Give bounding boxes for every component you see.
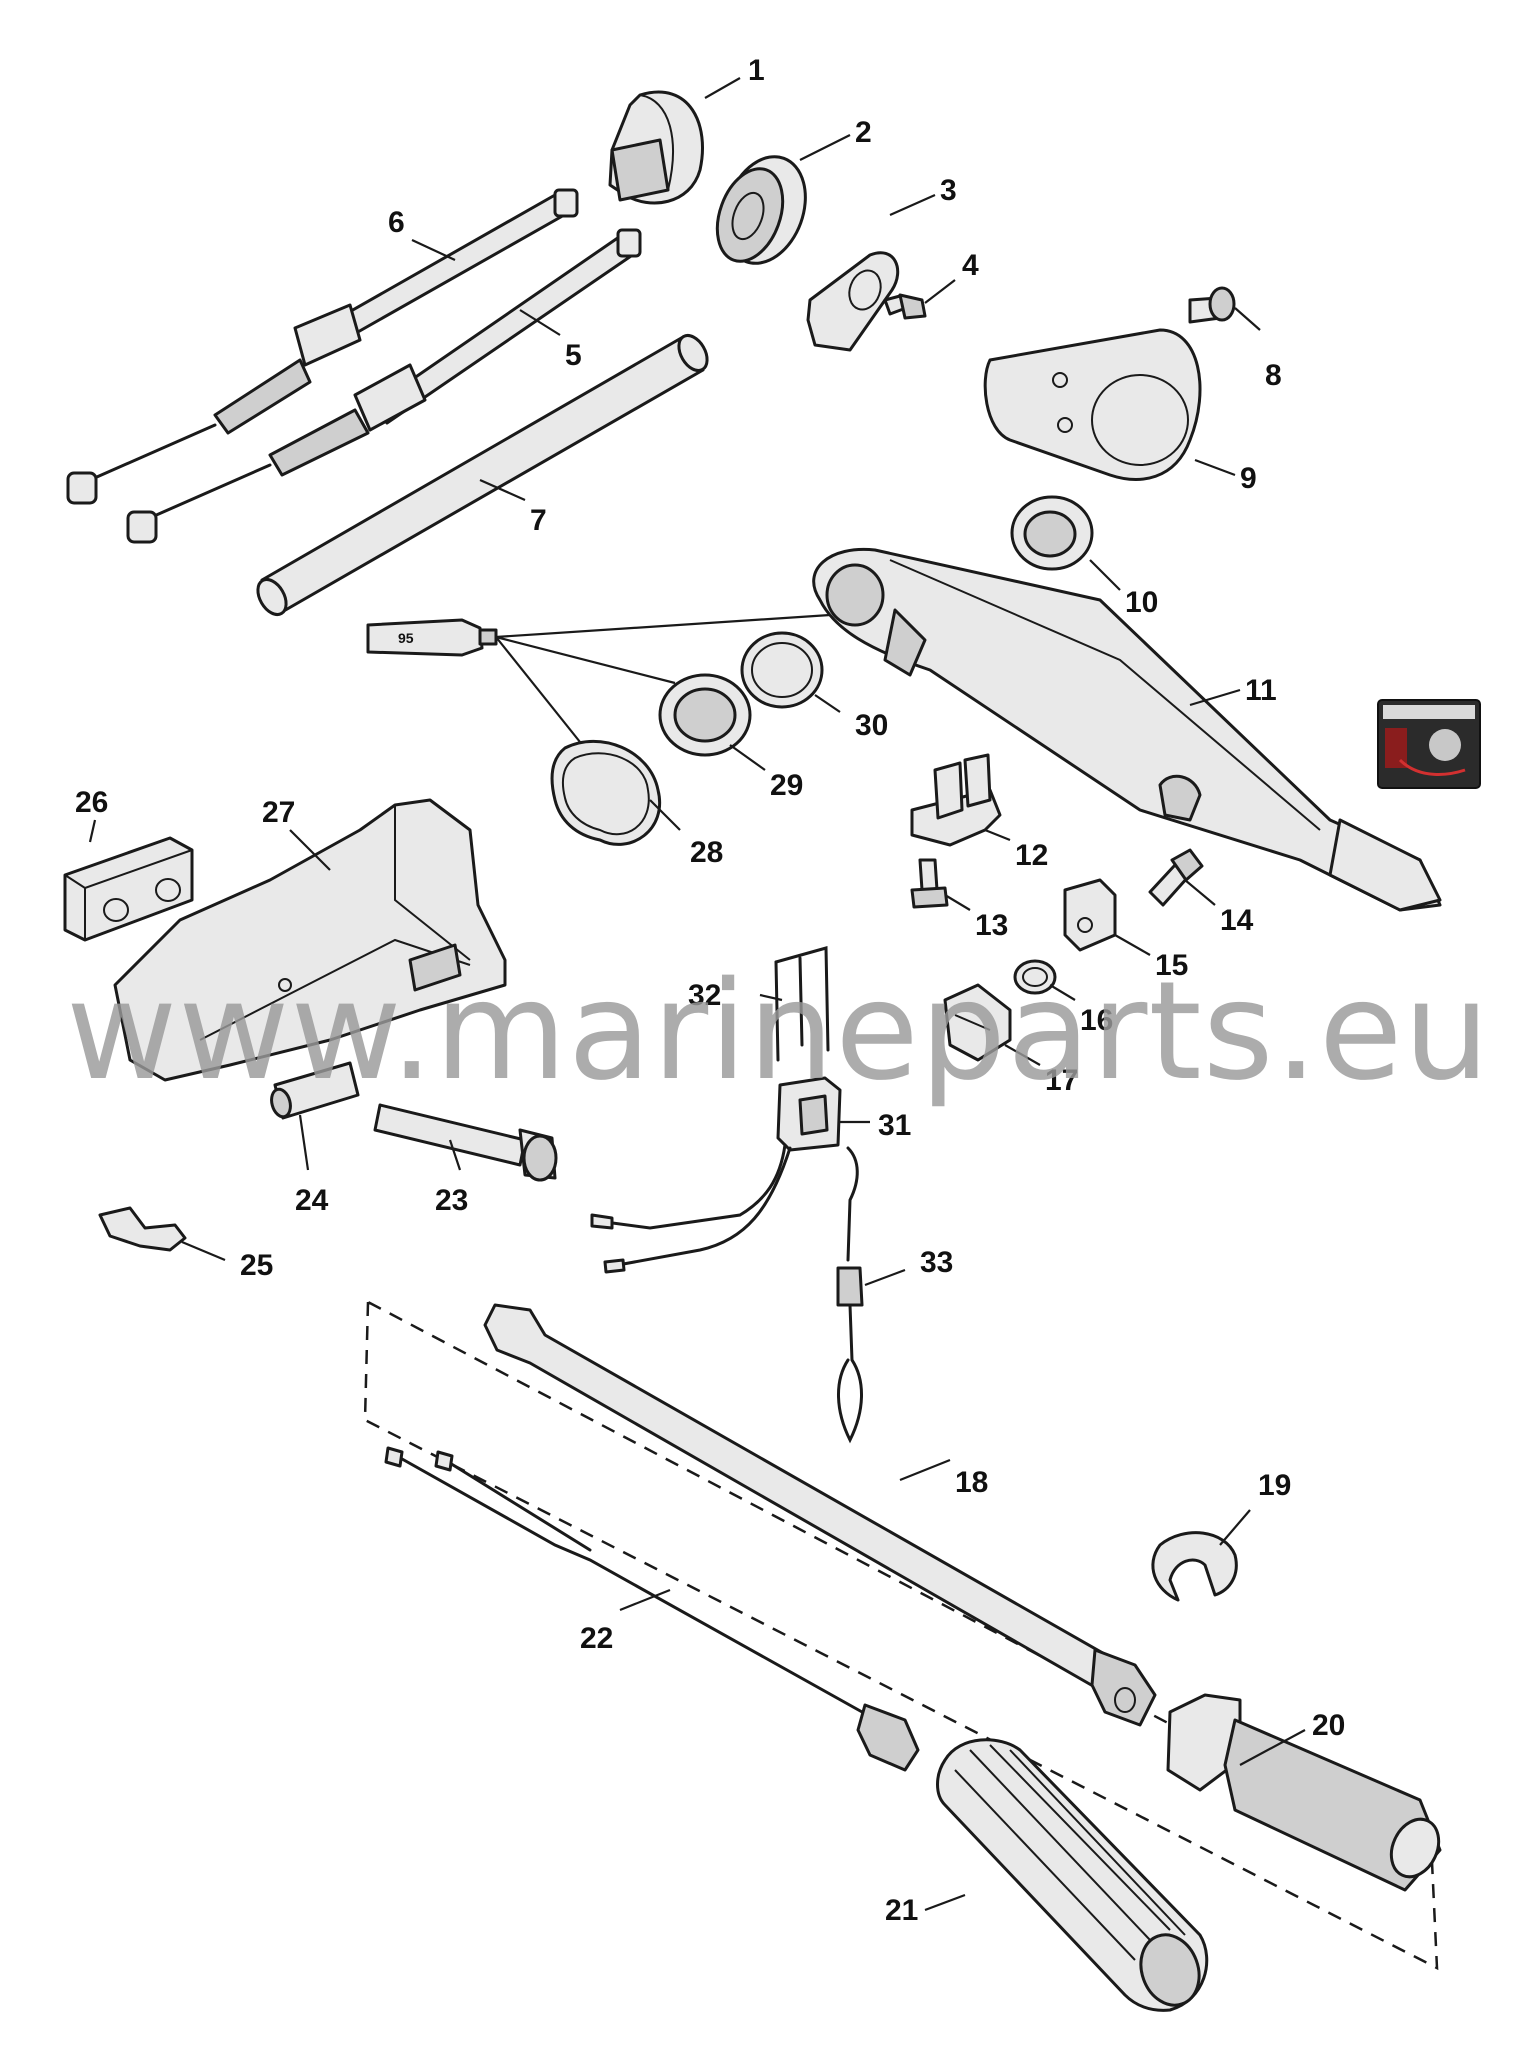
- callout-11: 11: [1245, 674, 1277, 707]
- part-18-shaft: [483, 1303, 1157, 1727]
- part-19-clip-ring: [1151, 1531, 1238, 1602]
- part-22-throttle-cable: [384, 1446, 920, 1772]
- callout-28: 28: [690, 836, 723, 869]
- callout-21: 21: [885, 1894, 918, 1927]
- callout-7: 7: [530, 504, 547, 537]
- part-21-grip: [936, 1738, 1209, 2012]
- part-25-clip: [98, 1206, 187, 1252]
- callout-29: 29: [770, 769, 803, 802]
- callout-26: 26: [75, 786, 108, 819]
- callout-27: 27: [262, 796, 295, 829]
- callout-15: 15: [1155, 949, 1188, 982]
- callout-4: 4: [962, 249, 979, 282]
- part-28-oring: [550, 739, 662, 846]
- part-5-cable: [126, 228, 642, 544]
- part-6-cable: [66, 188, 579, 505]
- part-8-bolt: [1188, 286, 1236, 324]
- callout-8: 8: [1265, 359, 1282, 392]
- callout-31: 31: [878, 1109, 911, 1142]
- callout-14: 14: [1220, 904, 1254, 937]
- part-17-knob: [943, 983, 1012, 1062]
- callout-9: 9: [1240, 462, 1257, 495]
- callout-16: 16: [1080, 1004, 1113, 1037]
- callout-23: 23: [435, 1184, 468, 1217]
- part-13-screw: [910, 858, 949, 909]
- callout-13: 13: [975, 909, 1008, 942]
- part-31-switch: [590, 1076, 842, 1274]
- part-29-bushing: [658, 673, 752, 757]
- part-30-oring: [740, 631, 824, 709]
- grease-tube-95: 95: [366, 618, 498, 657]
- callout-18: 18: [955, 1466, 988, 1499]
- callout-20: 20: [1312, 1709, 1345, 1742]
- callout-30: 30: [855, 709, 888, 742]
- part-26-block: [63, 836, 194, 942]
- part-32-clip: [774, 946, 830, 1062]
- leader-lines: [88, 77, 1306, 1912]
- part-16-ring: [1013, 959, 1057, 995]
- watermark: www.marineparts.eu: [66, 953, 1491, 1111]
- grease-tube-label: 95: [398, 630, 414, 646]
- callout-33: 33: [920, 1246, 953, 1279]
- callout-24: 24: [295, 1184, 329, 1217]
- part-2-gear: [715, 155, 807, 265]
- callout-12: 12: [1015, 839, 1048, 872]
- part-12-bracket: [910, 753, 1002, 847]
- part-11-tiller-arm: [812, 547, 1442, 912]
- part-14-bolt: [1148, 848, 1204, 907]
- part-20-grip-insert: [1166, 1693, 1442, 1892]
- part-23-bolt: [373, 1103, 558, 1182]
- callout-10: 10: [1125, 586, 1158, 619]
- callout-5: 5: [565, 339, 582, 372]
- part-33-lanyard: [836, 1146, 864, 1444]
- callout-22: 22: [580, 1622, 613, 1655]
- part-9-cover: [983, 328, 1202, 481]
- callout-25: 25: [240, 1249, 273, 1282]
- callout-17: 17: [1045, 1064, 1078, 1097]
- callout-19: 19: [1258, 1469, 1291, 1502]
- callout-6: 6: [388, 206, 405, 239]
- part-7-rod: [256, 333, 709, 617]
- callout-3: 3: [940, 174, 957, 207]
- callout-labels: 1 2 3 4 5 6 7 8 9 10 11 12 13 14 15 16 1…: [75, 54, 1345, 1927]
- service-info-icon: [1377, 699, 1481, 789]
- assembly-dashed-outline: [363, 1299, 1439, 1971]
- part-15-block: [1063, 878, 1117, 952]
- part-24-sleeve: [270, 1061, 360, 1120]
- part-1-clamp: [608, 90, 704, 205]
- callout-32: 32: [688, 979, 721, 1012]
- part-10-seal: [1010, 495, 1094, 571]
- part-4-screw: [883, 293, 927, 320]
- grease-leaders: [495, 613, 831, 743]
- callout-2: 2: [855, 116, 872, 149]
- part-3-plate: [806, 251, 900, 352]
- callout-1: 1: [748, 54, 765, 87]
